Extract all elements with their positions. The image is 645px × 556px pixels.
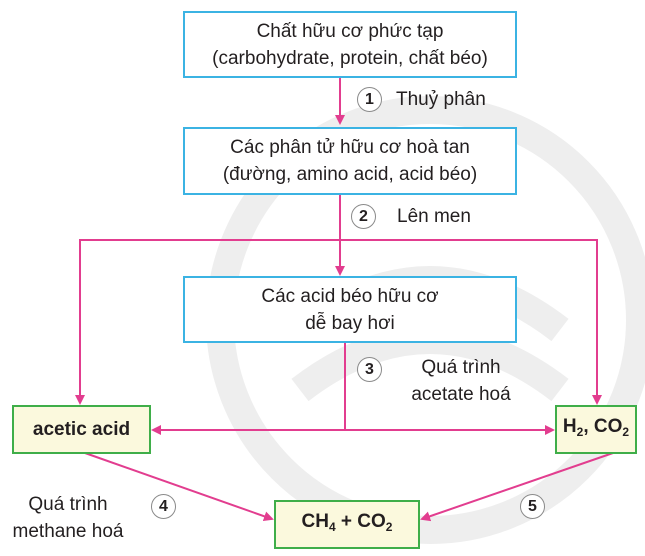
box-dissolved-molecules: Các phân tử hữu cơ hoà tan (đường, amino… <box>183 127 517 195</box>
step-3: 3 <box>357 357 382 382</box>
step-4-label-line2: methane hoá <box>12 521 124 542</box>
step-3-number: 3 <box>357 357 382 382</box>
box-volatile-fatty-acids-line2: dễ bay hơi <box>305 312 395 334</box>
step-3-label: Quá trình acetate hoá <box>392 354 530 408</box>
step-5: 5 <box>520 494 545 519</box>
step-4: 4 <box>151 494 176 519</box>
step-5-number: 5 <box>520 494 545 519</box>
step-1-number: 1 <box>357 87 382 112</box>
arrow-to-h2-co2 <box>340 239 602 405</box>
box-complex-organics: Chất hữu cơ phức tạp (carbohydrate, prot… <box>183 11 517 78</box>
box-complex-organics-line1: Chất hữu cơ phức tạp <box>256 20 444 42</box>
arrow-methanogenesis-right <box>420 452 614 522</box>
box-dissolved-molecules-line1: Các phân tử hữu cơ hoà tan <box>230 137 470 158</box>
step-4-label: Quá trình methane hoá <box>0 491 136 545</box>
step-1-label: Thuỷ phân <box>396 88 486 110</box>
arrow-methanogenesis-left <box>84 452 274 522</box>
box-volatile-fatty-acids: Các acid béo hữu cơ dễ bay hơi <box>183 276 517 343</box>
box-complex-organics-line2: (carbohydrate, protein, chất béo) <box>212 47 488 69</box>
step-4-number: 4 <box>151 494 176 519</box>
step-1: 1 Thuỷ phân <box>357 87 486 112</box>
step-2-number: 2 <box>351 204 376 229</box>
box-acetic-acid-label: acetic acid <box>32 419 131 440</box>
box-ch4-co2-formula: CH4 + CO2 <box>301 511 393 534</box>
box-volatile-fatty-acids-line1: Các acid béo hữu cơ <box>261 285 439 307</box>
step-2: 2 Lên men <box>351 204 471 229</box>
box-ch4-co2: CH4 + CO2 <box>274 500 420 549</box>
step-3-label-line2: acetate hoá <box>411 384 511 405</box>
box-h2-co2-formula: H2, CO2 <box>562 416 630 439</box>
step-2-label: Lên men <box>397 205 471 227</box>
step-4-label-line1: Quá trình <box>28 494 108 515</box>
box-dissolved-molecules-line2: (đường, amino acid, acid béo) <box>222 164 478 185</box>
arrow-to-acetic-acid <box>75 239 340 405</box>
box-h2-co2: H2, CO2 <box>555 405 637 454</box>
box-acetic-acid: acetic acid <box>12 405 151 454</box>
step-3-label-line1: Quá trình <box>421 357 501 378</box>
